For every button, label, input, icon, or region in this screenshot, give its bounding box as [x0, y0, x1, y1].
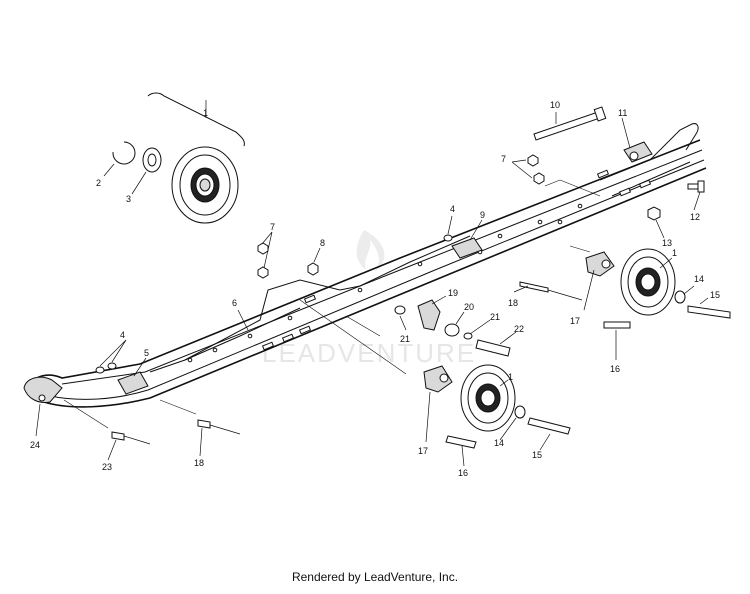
callout-4: 4 — [450, 204, 455, 214]
callout-8: 8 — [320, 238, 325, 248]
center-lines — [63, 179, 601, 429]
callout-11: 11 — [618, 108, 627, 118]
callout-13: 13 — [662, 238, 672, 248]
nut-13 — [647, 206, 661, 221]
callout-21: 21 — [400, 334, 410, 344]
callout-7: 7 — [270, 222, 275, 232]
callout-labels: 1 2 3 10 11 7 12 4 9 13 7 8 1 14 15 6 19… — [30, 100, 720, 478]
callout-4: 4 — [120, 330, 125, 340]
bolt-18-top — [519, 281, 549, 293]
callout-3: 3 — [126, 194, 131, 204]
rear-block-11 — [623, 141, 653, 163]
callout-23: 23 — [102, 462, 112, 472]
callout-16: 16 — [458, 468, 468, 478]
rail-holes — [187, 203, 583, 363]
washer-21 — [463, 332, 473, 340]
clevis-19 — [417, 299, 441, 331]
washer-14-front — [514, 405, 526, 419]
washer-4-left-a — [95, 366, 105, 374]
bolt-12 — [687, 180, 705, 193]
bolt-16-front — [445, 435, 477, 449]
nuts-7-left — [257, 242, 269, 279]
leader-lines — [35, 100, 709, 467]
watermark-text: LEADVENTURE — [262, 338, 476, 368]
shock-mount-parts — [394, 299, 511, 357]
spacer-20 — [444, 323, 460, 337]
callout-17: 17 — [570, 316, 580, 326]
rail-tip — [23, 376, 63, 403]
washer-4-left-b — [107, 362, 117, 370]
callout-9: 9 — [480, 210, 485, 220]
bracket-9 — [451, 237, 483, 259]
rail-slots — [261, 169, 652, 351]
washer-4-top — [443, 234, 453, 242]
bolt-16-rear — [603, 321, 631, 329]
idler-wheel-kit-top — [111, 92, 245, 224]
callout-18: 18 — [508, 298, 518, 308]
callout-7: 7 — [501, 154, 506, 164]
callout-10: 10 — [550, 100, 560, 110]
nuts-7-top — [527, 154, 545, 185]
bolt-18-lower — [197, 419, 211, 429]
callout-14: 14 — [494, 438, 504, 448]
callout-1: 1 — [203, 108, 208, 118]
idler-wheel-front — [423, 364, 571, 449]
callout-15: 15 — [532, 450, 542, 460]
callout-16: 16 — [610, 364, 620, 374]
footer-credit: Rendered by LeadVenture, Inc. — [291, 570, 459, 584]
callout-5: 5 — [144, 348, 149, 358]
callout-2: 2 — [96, 178, 101, 188]
callout-24: 24 — [30, 440, 40, 450]
washer-14-rear — [674, 290, 686, 304]
bolt-23 — [111, 431, 125, 441]
callout-1: 1 — [672, 248, 677, 258]
bolt-10 — [533, 106, 607, 141]
axle-bracket-17-rear — [585, 251, 615, 277]
bolt-15-rear — [687, 305, 731, 319]
bolt-15-front — [527, 417, 571, 435]
callout-19: 19 — [448, 288, 458, 298]
callout-20: 20 — [464, 302, 474, 312]
bracket-5 — [117, 371, 149, 395]
callout-18: 18 — [194, 458, 204, 468]
idler-wheel-rear — [585, 248, 731, 329]
callout-1: 1 — [508, 372, 513, 382]
nut-8 — [307, 262, 319, 276]
callout-6: 6 — [232, 298, 237, 308]
axle-bracket-17-front — [423, 365, 453, 393]
bolt-22 — [475, 339, 511, 357]
callout-17: 17 — [418, 446, 428, 456]
callout-21: 21 — [490, 312, 500, 322]
rail-assembly — [23, 123, 707, 408]
callout-14: 14 — [694, 274, 704, 284]
watermark: LEADVENTURE — [262, 230, 476, 368]
callout-22: 22 — [514, 324, 524, 334]
callout-12: 12 — [690, 212, 700, 222]
callout-15: 15 — [710, 290, 720, 300]
flame-logo-icon — [356, 230, 385, 272]
